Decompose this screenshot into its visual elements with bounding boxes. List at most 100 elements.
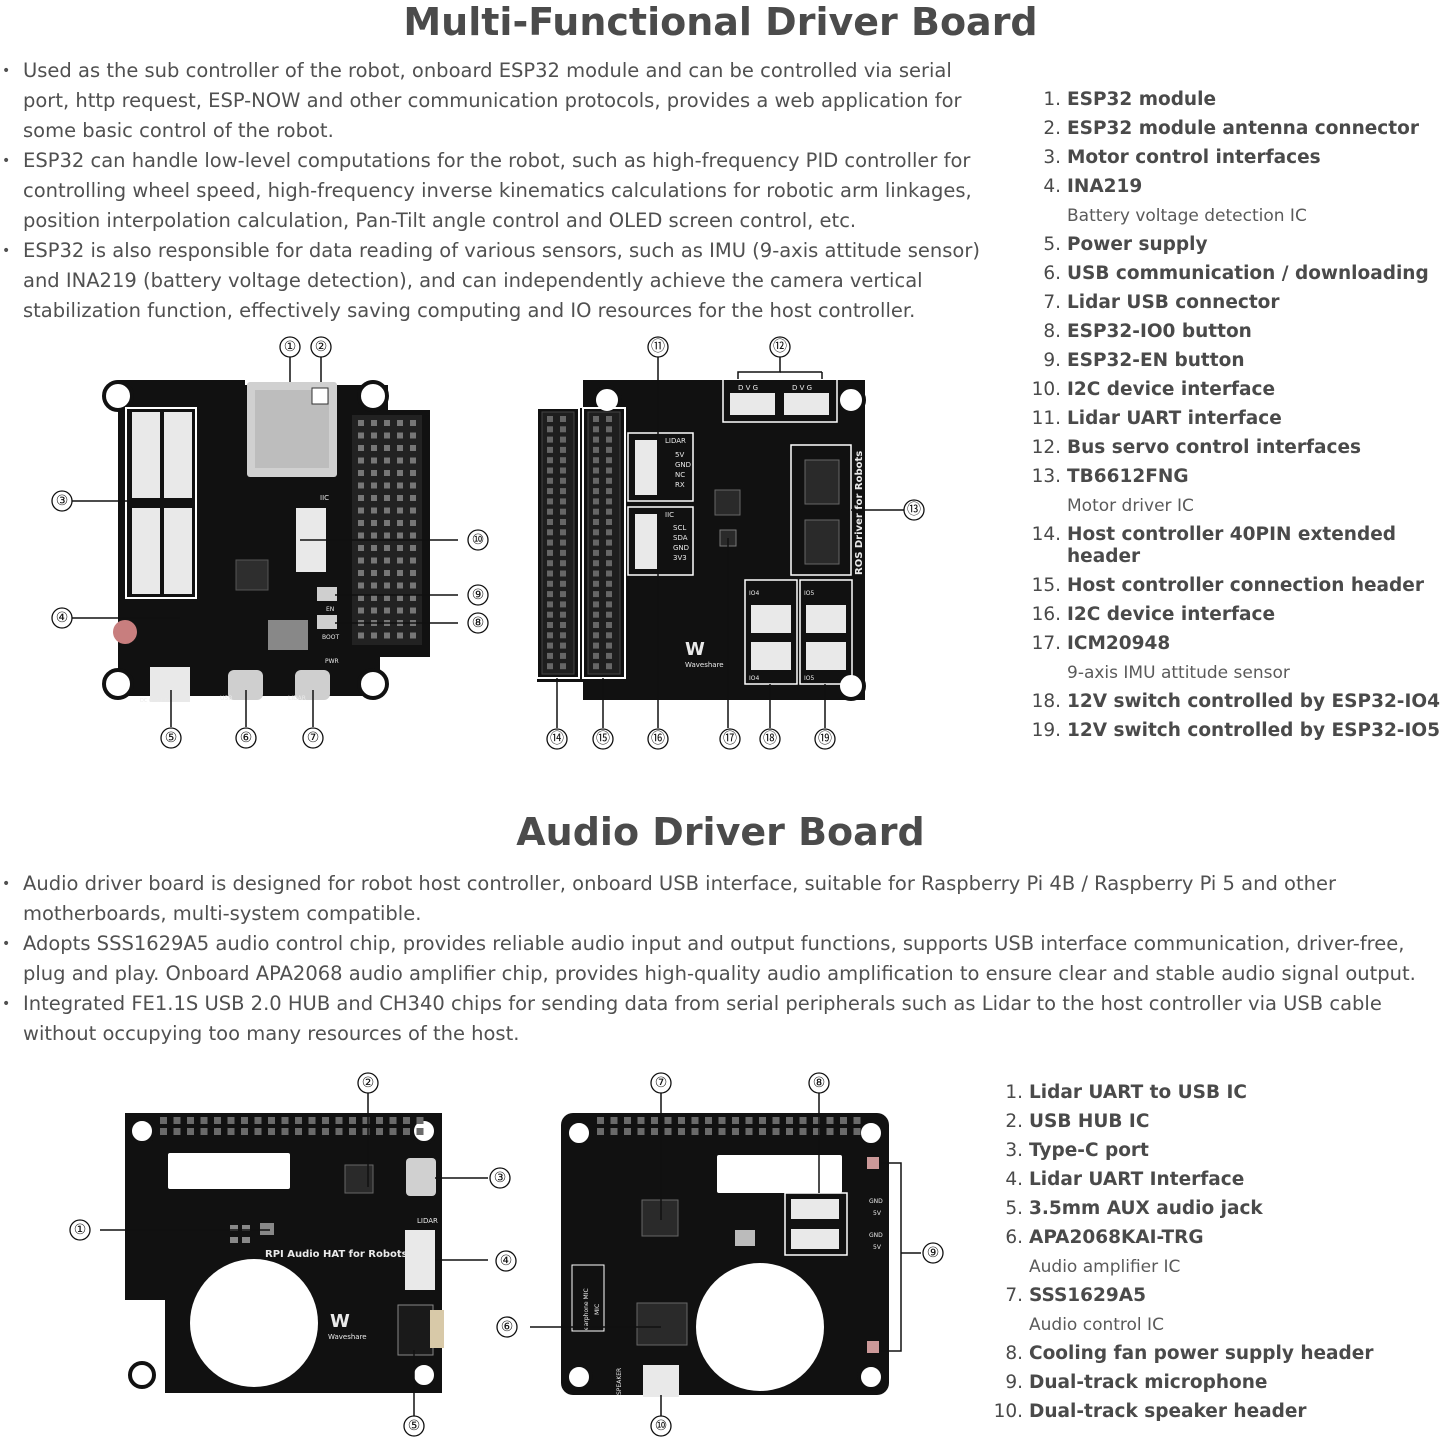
header-pin (547, 416, 553, 422)
svg-text:⑦: ⑦ (307, 730, 320, 746)
spec-label-text: SSS1629A5 (1029, 1285, 1146, 1306)
header-pin (384, 582, 390, 589)
header-pin (606, 519, 612, 525)
header-pin (200, 1128, 208, 1135)
spec-item: 2.ESP32 module antenna connector (1028, 118, 1441, 140)
spec-number: 19. (1031, 720, 1061, 741)
header-pin (335, 1117, 343, 1124)
header-pin (547, 529, 553, 536)
spec-label: 12V switch controlled by ESP32-IO4 (1067, 691, 1440, 713)
header-pin (664, 1128, 672, 1135)
header-pin (606, 632, 612, 639)
spec-label: Cooling fan power supply header (1029, 1343, 1373, 1365)
spec-number: 2. (1005, 1111, 1023, 1132)
svg-text:IO5: IO5 (804, 675, 814, 682)
header-pin (397, 520, 403, 526)
spec-number: 11. (1031, 408, 1061, 429)
spec-label: Lidar USB connector (1067, 292, 1280, 314)
spec-label-text: Dual-track speaker header (1029, 1401, 1307, 1422)
spec-item: 19.12V switch controlled by ESP32-IO5 (1028, 720, 1441, 742)
svg-text:Waveshare: Waveshare (328, 1333, 367, 1341)
header-pin (349, 1128, 356, 1135)
svg-text:②: ② (362, 1075, 375, 1091)
header-pin (410, 595, 416, 601)
svg-text:⑤: ⑤ (408, 1418, 421, 1434)
header-pin (560, 632, 566, 639)
header-pin (664, 1117, 672, 1124)
header-pin (389, 1128, 397, 1135)
header-pin (416, 1117, 424, 1124)
header-pin (410, 420, 416, 426)
header-pin (560, 591, 566, 598)
spec-number: 1. (1005, 1082, 1023, 1103)
header-pin (187, 1128, 194, 1135)
svg-text:⑥: ⑥ (240, 730, 253, 746)
header-pin (173, 1117, 181, 1124)
svg-text:LIDAR: LIDAR (665, 437, 686, 445)
header-pin (593, 632, 599, 639)
callout-18: ⑱ (759, 728, 781, 750)
svg-text:⑧: ⑧ (813, 1075, 826, 1091)
header-pin (384, 557, 390, 564)
header-pin (547, 611, 553, 618)
section1-bullet: Used as the sub controller of the robot,… (0, 56, 1000, 146)
header-pin (410, 495, 416, 501)
callout-a4: ④ (495, 1250, 517, 1272)
header-pin (410, 570, 416, 576)
svg-text:NC: NC (675, 471, 685, 479)
header-pin (295, 1117, 302, 1124)
header-pin (593, 457, 599, 464)
header-pin (371, 520, 377, 526)
header-pin (593, 477, 599, 484)
header-pin (358, 457, 364, 464)
header-pin (410, 507, 416, 514)
header-pin (732, 1117, 739, 1124)
svg-text:⑲: ⑲ (818, 731, 832, 747)
header-pin (547, 446, 553, 453)
header-pin (358, 570, 364, 576)
header-pin (593, 467, 599, 474)
header-pin (358, 582, 364, 589)
header-pin (547, 549, 553, 556)
svg-text:EN: EN (326, 606, 334, 613)
spec-label-text: Power supply (1067, 234, 1208, 255)
header-pin (560, 457, 566, 464)
svg-text:⑭: ⑭ (550, 731, 564, 747)
header-pin (560, 622, 566, 628)
header-pin (547, 580, 553, 587)
spec-number: 6. (1043, 263, 1061, 284)
callout-15: ⑮ (592, 728, 614, 750)
header-pin (362, 1117, 370, 1124)
section1-bullets: Used as the sub controller of the robot,… (0, 56, 1000, 326)
svg-text:⑤: ⑤ (165, 730, 178, 746)
spec-item: 4.Lidar UART Interface (990, 1169, 1440, 1191)
spec-number: 4. (1005, 1169, 1023, 1190)
header-pin (371, 495, 377, 501)
header-pin (718, 1117, 726, 1124)
spec-label-text: INA219 (1067, 176, 1143, 197)
header-pin (384, 595, 390, 601)
header-pin (397, 582, 403, 589)
header-pin (560, 446, 566, 453)
header-pin (308, 1128, 316, 1135)
svg-text:USB: USB (220, 695, 232, 702)
header-pin (651, 1117, 658, 1124)
svg-text:⑥: ⑥ (501, 1319, 514, 1335)
header-pin (593, 416, 599, 422)
callout-12: ⑫ (769, 336, 791, 358)
header-pin (547, 663, 553, 670)
spec-number: 13. (1031, 466, 1061, 487)
callout-13: ⑬ (903, 499, 925, 521)
svg-text:③: ③ (494, 1170, 507, 1186)
spec-item: 1.ESP32 module (1028, 89, 1441, 111)
spec-label: Dual-track speaker header (1029, 1401, 1307, 1423)
header-pin (745, 1128, 753, 1135)
header-pin (403, 1128, 410, 1135)
spec-item: 16.I2C device interface (1028, 604, 1441, 626)
header-pin (560, 663, 566, 670)
svg-text:②: ② (315, 339, 328, 355)
svg-text:IO4: IO4 (749, 675, 759, 682)
